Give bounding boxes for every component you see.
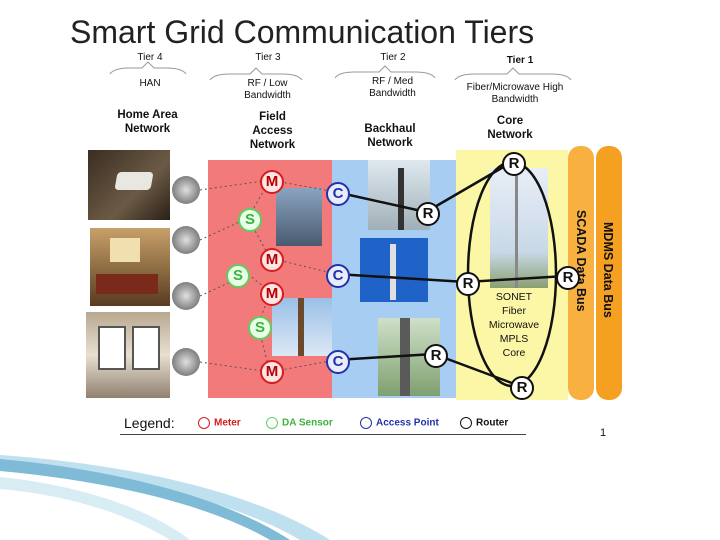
legend-sensor: DA Sensor [266,417,333,429]
legend-sensor-text: DA Sensor [282,418,333,429]
sensor-node: S [238,208,262,232]
meter-legend-icon [198,417,210,429]
meter-node: M [260,282,284,306]
router-node: R [424,344,448,368]
router-node: R [416,202,440,226]
access-point-node: C [326,264,350,288]
access-point-node: C [326,350,350,374]
bottom-swoosh-decoration [0,455,720,540]
router-node: R [502,152,526,176]
legend-meter: Meter [198,417,241,429]
router-node: R [556,266,580,290]
legend-meter-text: Meter [214,418,241,429]
sensor-legend-icon [266,417,278,429]
sensor-node: S [226,264,250,288]
meter-node: M [260,170,284,194]
router-node: R [510,376,534,400]
router-legend-icon [460,417,472,429]
legend-access-point: Access Point [360,417,439,429]
access-point-legend-icon [360,417,372,429]
access-point-node: C [326,182,350,206]
router-node: R [456,272,480,296]
meter-node: M [260,248,284,272]
page-number: 1 [600,427,606,439]
legend-router: Router [460,417,508,429]
meter-node: M [260,360,284,384]
core-technologies-text: SONET Fiber Microwave MPLS Core [478,290,550,360]
legend-access-point-text: Access Point [376,418,439,429]
legend-label: Legend: [124,415,175,431]
legend-router-text: Router [476,418,508,429]
sensor-node: S [248,316,272,340]
